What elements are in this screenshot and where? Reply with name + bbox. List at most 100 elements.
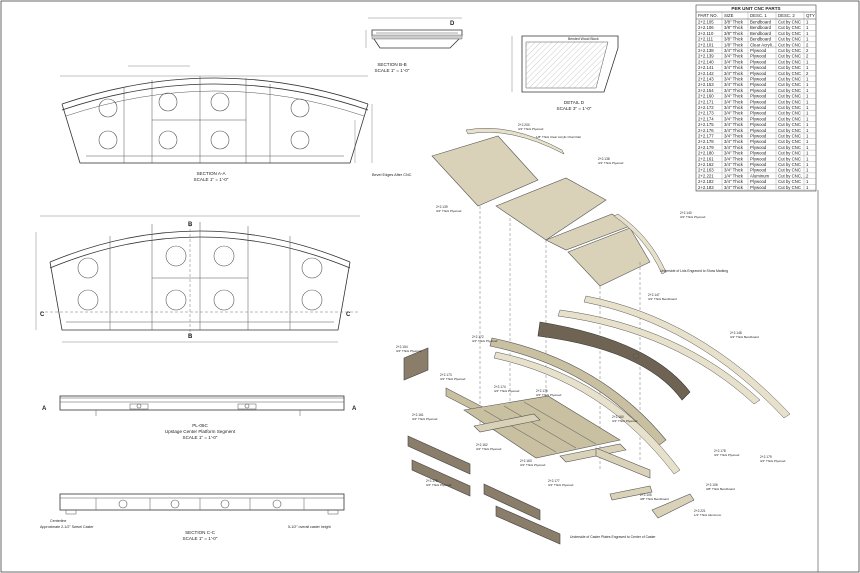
approx-caster-note: Approximate 2-1/2" Swivel Caster xyxy=(40,525,94,529)
table-cell: 2+2.143 xyxy=(698,77,714,82)
marker-a-right: A xyxy=(352,406,357,412)
table-cell: Cut by CNC xyxy=(778,42,801,47)
table-cell: 2+2.183 xyxy=(698,185,714,190)
table-cell: Cut by CNC xyxy=(778,88,801,93)
callout-label: 3/8" Thick Bendboard xyxy=(640,497,669,501)
callout-label: 2+2.160 xyxy=(612,415,624,419)
base-panel-left-1 xyxy=(407,435,471,475)
table-cell: Plywood xyxy=(750,134,767,139)
table-cell: Plywood xyxy=(750,82,767,87)
marker-a-left: A xyxy=(42,406,47,412)
table-cell: 2+2.105 xyxy=(698,20,714,25)
callout-label: 2+2.161 xyxy=(412,413,424,417)
table-cell: Cut by CNC xyxy=(778,82,801,87)
caster-plate-small xyxy=(651,493,695,519)
header-cell: SIZE xyxy=(724,13,734,18)
table-cell: 3/4" Thick xyxy=(724,111,744,116)
table-cell: 3/8" Thick xyxy=(724,37,744,42)
callout-label: 2+2.221 xyxy=(694,509,706,513)
detail-d-scale: SCALE 3" = 1'-0" xyxy=(557,106,592,111)
table-cell: Plywood xyxy=(750,71,767,76)
table-cell: 2 xyxy=(806,54,809,59)
table-cell: 1 xyxy=(806,77,809,82)
table-cell: Cut by CNC xyxy=(778,185,801,190)
table-cell: 1 xyxy=(806,99,809,104)
table-cell: 3/4" Thick xyxy=(724,94,744,99)
table-cell: Cut by CNC, … xyxy=(778,173,808,178)
section-bb-title: SECTION B-B xyxy=(377,62,406,67)
table-cell: 2+2.175 xyxy=(698,122,714,127)
table-cell: Plywood xyxy=(750,54,767,59)
bendboard-face-dark xyxy=(537,321,691,401)
callout-label: 3/4" Thick Plywood xyxy=(518,127,544,131)
table-cell: 1 xyxy=(806,20,809,25)
callout-label: 3/4" Thick Plywood xyxy=(536,393,562,397)
bended-wood-block-note: Bended Wood Block xyxy=(568,37,599,41)
table-cell: 2+2.153 xyxy=(698,82,714,87)
section-bb-scale: SCALE 1" = 1'-0" xyxy=(375,68,410,73)
callout-label: 2+2.174 xyxy=(494,385,506,389)
header-cell: PART NO. xyxy=(698,13,718,18)
frame-base-long xyxy=(463,395,621,459)
caster-plate-right xyxy=(609,485,653,501)
table-cell: 2+2.138 xyxy=(698,48,714,53)
table-cell: Cut by CNC xyxy=(778,54,801,59)
table-cell: 2+2.172 xyxy=(698,105,714,110)
table-cell: Plywood xyxy=(750,48,767,53)
table-cell: 2+2.154 xyxy=(698,88,714,93)
base-panel-left-2 xyxy=(411,459,471,497)
table-cell: Plywood xyxy=(750,116,767,121)
table-cell: 3/4" Thick xyxy=(724,185,744,190)
table-cell: Bendboard xyxy=(750,37,772,42)
table-cell: 2+2.161 xyxy=(698,156,714,161)
table-cell: 1 xyxy=(806,134,809,139)
callout-label: 3/4" Thick Plywood xyxy=(472,339,498,343)
table-cell: Plywood xyxy=(750,99,767,104)
table-cell: 1 xyxy=(806,139,809,144)
table-cell: 2 xyxy=(806,71,809,76)
table-cell: Cut by CNC xyxy=(778,65,801,70)
table-cell: 3/4" Thick xyxy=(724,122,744,127)
callout-label: 3/4" Thick Plywood xyxy=(476,447,502,451)
table-cell: 3/4" Thick xyxy=(724,151,744,156)
table-cell: Cut by CNC xyxy=(778,20,801,25)
side-panel-left xyxy=(403,347,429,381)
table-cell: 2+2.180 xyxy=(698,151,714,156)
table-cell: 2+2.163 xyxy=(698,168,714,173)
table-cell: Cut by CNC xyxy=(778,156,801,161)
acrylic-rail-right xyxy=(613,213,667,275)
lid-panel-right-2 xyxy=(567,227,651,287)
table-cell: Cut by CNC xyxy=(778,71,801,76)
callout-label: 2+2.140 xyxy=(680,211,692,215)
plan-view: B B C C xyxy=(35,215,360,343)
table-cell: Cut by CNC xyxy=(778,145,801,150)
table-cell: Plywood xyxy=(750,111,767,116)
plan-subtitle: Upstage Center Platform Segment xyxy=(165,429,236,434)
table-cell: 3/4" Thick xyxy=(724,54,744,59)
table-cell: Plywood xyxy=(750,65,767,70)
table-cell: Plywood xyxy=(750,128,767,133)
callout-label: 3/4" Thick Plywood xyxy=(494,389,520,393)
table-cell: 2+2.141 xyxy=(698,65,714,70)
frame-side-right xyxy=(595,447,651,479)
table-cell: 3/4" Thick xyxy=(724,65,744,70)
bendboard-face-top xyxy=(583,295,791,419)
table-cell: 1 xyxy=(806,37,809,42)
table-cell: 3/4" Thick xyxy=(724,145,744,150)
table-cell: 3/4" Thick xyxy=(724,116,744,121)
header-cell: DESC. 1 xyxy=(750,13,767,18)
section-cc-view: Centerline Approximate 2-1/2" Swivel Cas… xyxy=(40,493,345,541)
callout-label: 2+2.147 xyxy=(648,293,660,297)
table-cell: Clear Acryli… xyxy=(750,42,776,47)
table-cell: 1 xyxy=(806,168,809,173)
table-cell: Plywood xyxy=(750,151,767,156)
table-cell: Cut by CNC xyxy=(778,31,801,36)
table-cell: Cut by CNC xyxy=(778,128,801,133)
table-cell: 3/8" Thick xyxy=(724,20,744,25)
table-cell: 3/4" Thick xyxy=(724,88,744,93)
parts-table-title: PER UNIT CNC PARTS xyxy=(731,6,780,11)
table-cell: 1 xyxy=(806,94,809,99)
table-cell: 3/4" Thick xyxy=(724,105,744,110)
table-cell: 1 xyxy=(806,156,809,161)
